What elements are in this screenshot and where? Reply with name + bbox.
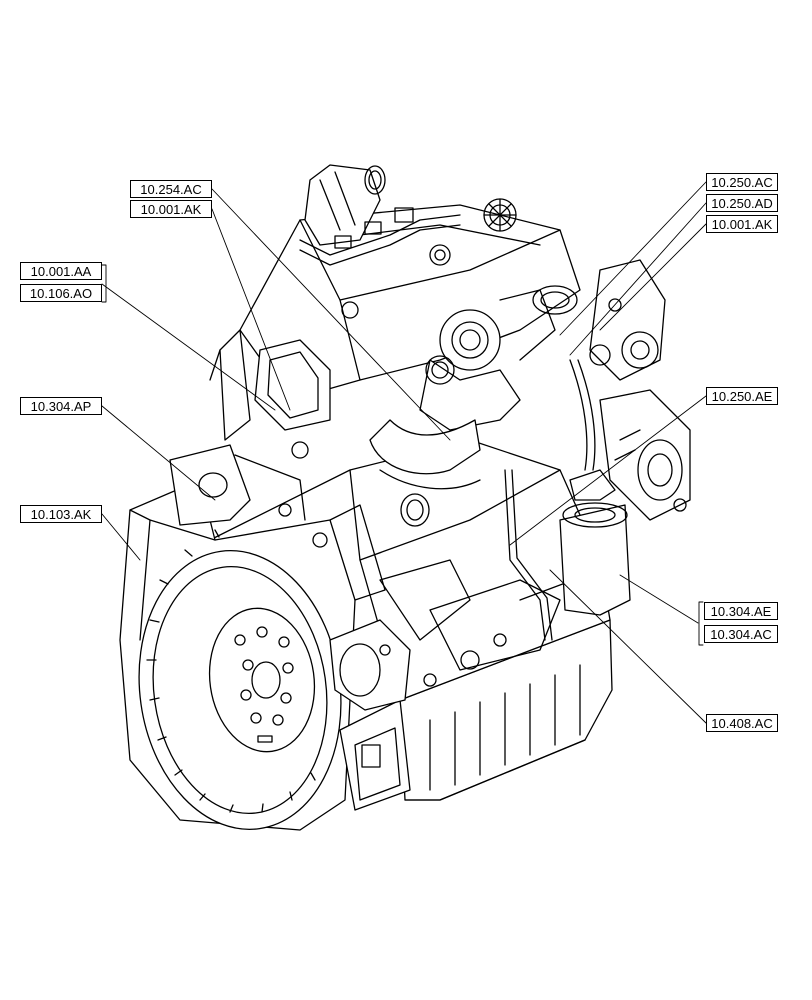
front-pulley-assembly (599, 389, 691, 521)
callout-10-250-ac[interactable]: 10.250.AC (706, 173, 778, 191)
callout-10-250-ad[interactable]: 10.250.AD (706, 194, 778, 212)
callout-10-408-ac[interactable]: 10.408.AC (706, 714, 778, 732)
callout-10-001-aa[interactable]: 10.001.AA (20, 262, 102, 280)
cylinder-head (209, 204, 581, 441)
intake-pipe (369, 419, 481, 527)
callout-10-250-ae[interactable]: 10.250.AE (706, 387, 778, 405)
callout-10-254-ac[interactable]: 10.254.AC (130, 180, 212, 198)
injector-harness (299, 207, 461, 266)
label-brackets (101, 264, 704, 646)
dipstick-tube (504, 359, 596, 641)
callout-10-304-ap[interactable]: 10.304.AP (20, 397, 102, 415)
callout-10-106-ao[interactable]: 10.106.AO (20, 284, 102, 302)
fuel-pump (329, 619, 411, 711)
callout-10-304-ac[interactable]: 10.304.AC (704, 625, 778, 643)
turbocharger (419, 285, 578, 431)
callout-10-001-ak-right[interactable]: 10.001.AK (706, 215, 778, 233)
left-side-manifold (169, 441, 328, 548)
alternator (589, 259, 666, 381)
callout-10-001-ak-left[interactable]: 10.001.AK (130, 200, 212, 218)
callout-10-103-ak[interactable]: 10.103.AK (20, 505, 102, 523)
leader-lines (101, 181, 707, 724)
intake-elbow (304, 164, 386, 246)
flywheel (138, 529, 342, 830)
callout-10-304-ae[interactable]: 10.304.AE (704, 602, 778, 620)
oil-filter (559, 469, 631, 616)
timing-disc (483, 198, 517, 232)
